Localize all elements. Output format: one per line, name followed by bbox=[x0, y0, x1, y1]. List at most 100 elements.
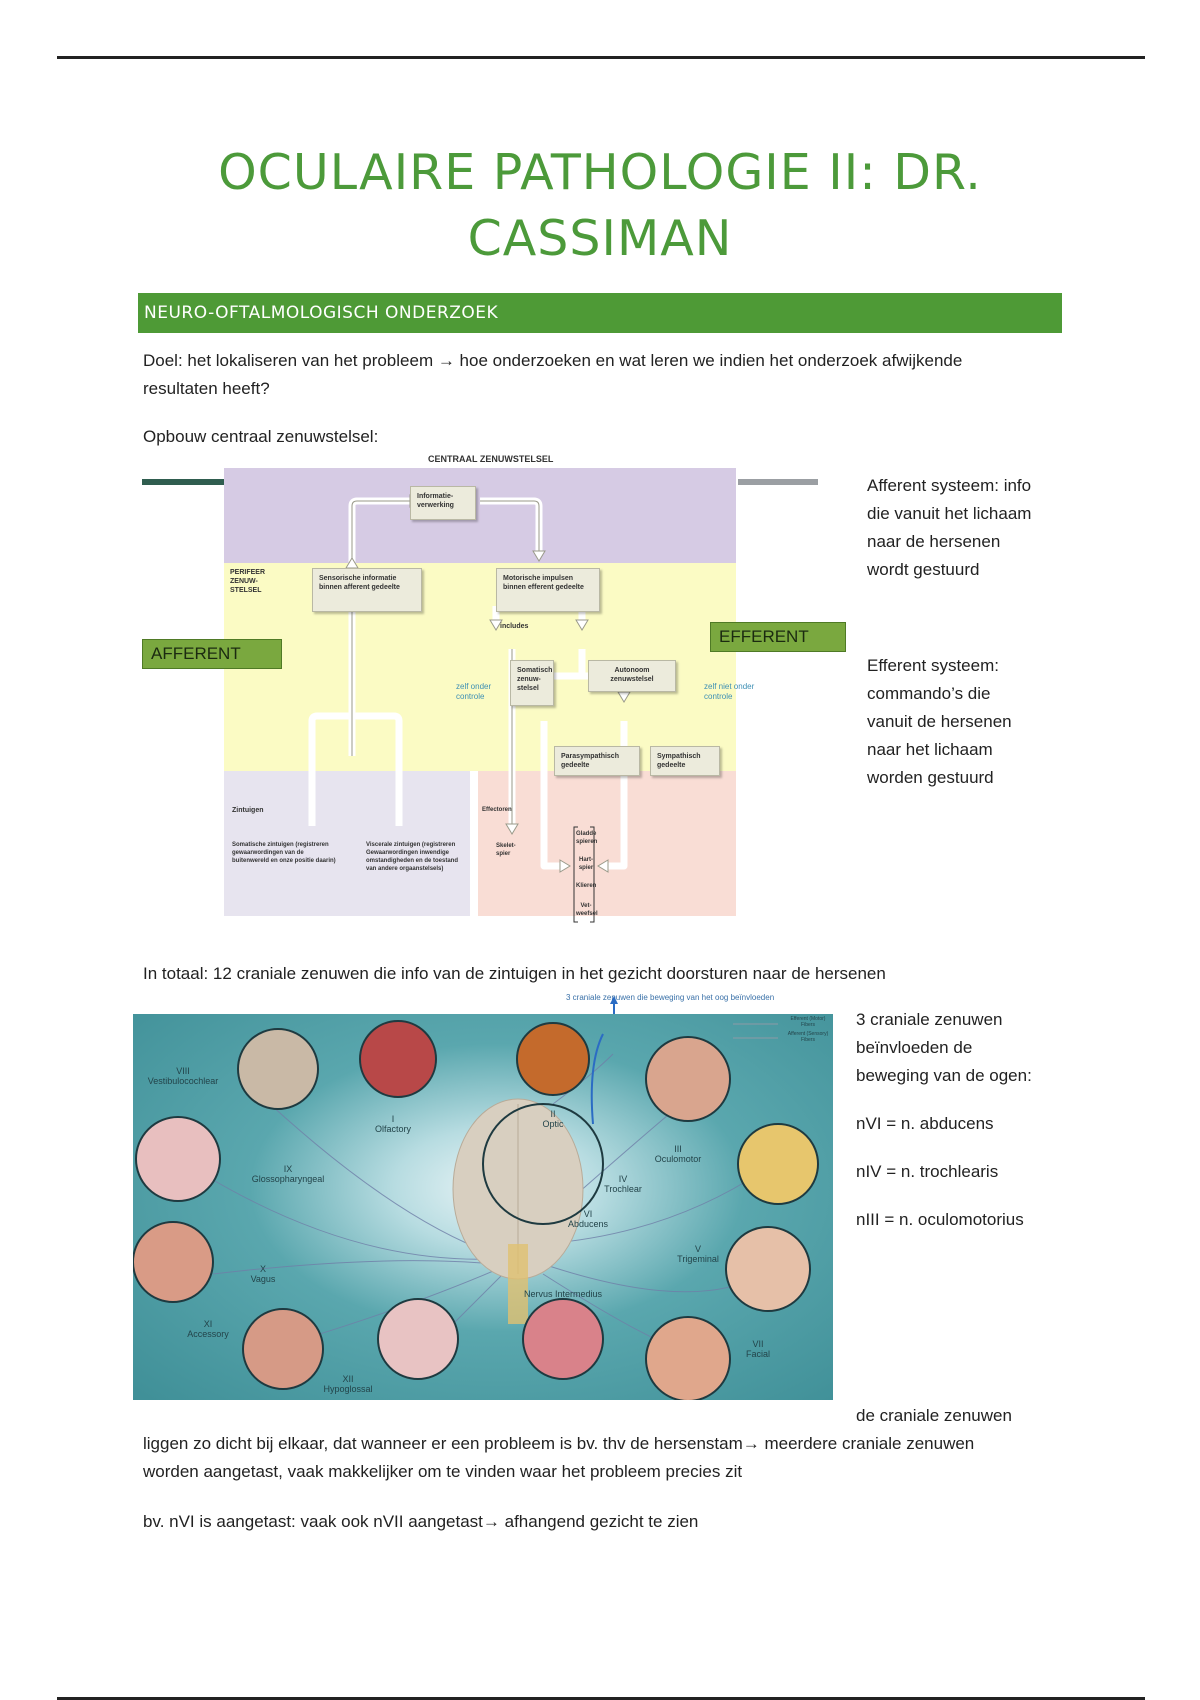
nerve-name: Facial bbox=[745, 1349, 770, 1359]
nerve-name: Oculomotor bbox=[654, 1154, 702, 1164]
eye-nerves-note-line: beïnvloeden de bbox=[856, 1038, 973, 1057]
afferent-note-line: die vanuit het lichaam bbox=[867, 504, 1032, 523]
nerve-number: V bbox=[694, 1244, 701, 1254]
efferent-bar-decoration bbox=[738, 479, 818, 485]
efferent-note-line: commando’s die bbox=[867, 684, 991, 703]
efferent-tag: EFFERENT bbox=[710, 622, 846, 652]
effector-vetweefsel: Vet-weefsel bbox=[576, 903, 598, 917]
effector-hartspier: Hart-spier bbox=[578, 857, 594, 871]
eye-nerves-circle bbox=[482, 1103, 604, 1225]
efferent-note-line: vanuit de hersenen bbox=[867, 712, 1012, 731]
pns-label: PERIFEER ZENUW-STELSEL bbox=[230, 569, 266, 594]
nerve-name: Vestibulocochlear bbox=[147, 1076, 219, 1086]
nerve-oculomotorius: nIII = n. oculomotorius bbox=[856, 1210, 1024, 1229]
nerve-label: Nervus Intermedius bbox=[523, 1289, 603, 1299]
eye-nerves-note-line: beweging van de ogen: bbox=[856, 1066, 1032, 1085]
effector-gladde-spieren: Gladde spieren bbox=[576, 831, 598, 845]
nervous-system-diagram: PERIFEER ZENUW-STELSEL Informatie-verwer… bbox=[224, 456, 754, 926]
eye-nerves-note-line: 3 craniale zenuwen bbox=[856, 1010, 1003, 1029]
skeletspier-label: Skelet-spier bbox=[496, 843, 516, 857]
nerve-number: VII bbox=[752, 1339, 764, 1349]
eye-nerves-annotation: 3 craniale zenuwen die beweging van het … bbox=[566, 993, 775, 1002]
diagram-arrows bbox=[308, 494, 631, 923]
zintuigen-label: Zintuigen bbox=[232, 807, 264, 814]
example-line: bv. nVI is aangetast: vaak ook nVII aang… bbox=[143, 1512, 699, 1531]
somatische-zintuigen-text: Somatische zintuigen (registreren gewaar… bbox=[232, 842, 336, 864]
afferent-bar-decoration bbox=[142, 479, 224, 485]
cranial-nerves-illustration bbox=[133, 1020, 819, 1400]
effectoren-label: Effectoren bbox=[482, 807, 512, 813]
nerve-number: IV bbox=[618, 1174, 628, 1184]
nerve-number: II bbox=[550, 1109, 556, 1119]
viscerale-zintuigen-text: Viscerale zintuigen (registreren Gewaarw… bbox=[366, 842, 459, 872]
cns-zone bbox=[224, 468, 736, 563]
efferent-note: Efferent systeem: commando’s die vanuit … bbox=[867, 652, 1087, 792]
senses-zone bbox=[224, 771, 470, 916]
nerve-name: Abducens bbox=[567, 1219, 609, 1229]
effectors-zone bbox=[478, 771, 736, 916]
box-motorisch: Motorische impulsen binnen efferent gede… bbox=[496, 568, 600, 612]
document-title: OCULAIRE PATHOLOGIE II: DR. CASSIMAN bbox=[218, 144, 982, 267]
afferent-note-line: Afferent systeem: info bbox=[867, 476, 1032, 495]
box-informatieverwerking: Informatie-verwerking bbox=[410, 486, 476, 520]
doel-line-1: Doel: het lokaliseren van het probleem →… bbox=[143, 351, 963, 370]
efferent-note-line: Efferent systeem: bbox=[867, 656, 999, 675]
nerve-number: X bbox=[259, 1264, 266, 1274]
nerve-name: Accessory bbox=[187, 1329, 229, 1339]
doel-line-2: resultaten heeft? bbox=[143, 379, 270, 398]
nerve-number: III bbox=[674, 1144, 682, 1154]
in-totaal-text: In totaal: 12 craniale zenuwen die info … bbox=[143, 964, 886, 983]
efferent-note-line: naar het lichaam bbox=[867, 740, 993, 759]
box-somatisch: Somatisch zenuw-stelsel bbox=[510, 660, 554, 706]
box-sensorisch: Sensorische informatie binnen afferent g… bbox=[312, 568, 422, 612]
header-rule bbox=[57, 56, 1145, 59]
nerve-abducens: nVI = n. abducens bbox=[856, 1114, 994, 1133]
includes-label: includes bbox=[500, 623, 529, 630]
nerve-number: IX bbox=[283, 1164, 293, 1174]
nerve-number: VIII bbox=[176, 1066, 190, 1076]
nerve-name: Vagus bbox=[250, 1274, 276, 1284]
zelf-onder-controle-label: zelf onder controle bbox=[456, 682, 492, 701]
afferent-note-line: wordt gestuurd bbox=[867, 560, 980, 579]
afferent-tag: AFFERENT bbox=[142, 639, 282, 669]
afferent-note: Afferent systeem: info die vanuit het li… bbox=[867, 472, 1087, 584]
nerve-name: Optic bbox=[542, 1119, 564, 1129]
craniale-line-2: liggen zo dicht bij elkaar, dat wanneer … bbox=[143, 1434, 975, 1453]
craniale-line-1: de craniale zenuwen bbox=[856, 1406, 1012, 1425]
box-autonoom: Autonoom zenuwstelsel bbox=[588, 660, 676, 692]
nerve-number: I bbox=[391, 1114, 395, 1124]
nerve-name: Nervus Intermedius bbox=[523, 1289, 603, 1299]
box-parasympathisch: Parasympathisch gedeelte bbox=[554, 746, 640, 776]
nerve-number: VI bbox=[583, 1209, 593, 1219]
nerve-name: Trochlear bbox=[604, 1184, 642, 1194]
cranial-nerves-figure: Efferent (Motor) Fibers Afferent (Sensor… bbox=[133, 1014, 833, 1400]
box-sympathisch: Sympathisch gedeelte bbox=[650, 746, 720, 776]
legend-efferent: Efferent (Motor) Fibers bbox=[790, 1016, 826, 1028]
footer-rule bbox=[57, 1697, 1145, 1700]
nerve-name: Olfactory bbox=[374, 1124, 411, 1134]
nerve-name: Glossopharyngeal bbox=[251, 1174, 325, 1184]
nerve-number: XI bbox=[203, 1319, 213, 1329]
efferent-note-line: worden gestuurd bbox=[867, 768, 994, 787]
nerve-number: XII bbox=[342, 1374, 354, 1384]
diagram-title: CENTRAAL ZENUWSTELSEL bbox=[428, 454, 554, 464]
opbouw-heading: Opbouw centraal zenuwstelsel: bbox=[143, 427, 379, 446]
nerve-name: Trigeminal bbox=[677, 1254, 719, 1264]
eye-nerves-note: 3 craniale zenuwen beïnvloeden de bewegi… bbox=[856, 1006, 1086, 1234]
legend-afferent: Afferent (Sensory) Fibers bbox=[787, 1031, 829, 1043]
zelf-niet-onder-controle-label: zelf niet onder controle bbox=[704, 682, 755, 701]
section-heading: NEURO-OFTALMOLOGISCH ONDERZOEK bbox=[138, 293, 1062, 333]
craniale-line-3: worden aangetast, vaak makkelijker om te… bbox=[143, 1462, 743, 1481]
